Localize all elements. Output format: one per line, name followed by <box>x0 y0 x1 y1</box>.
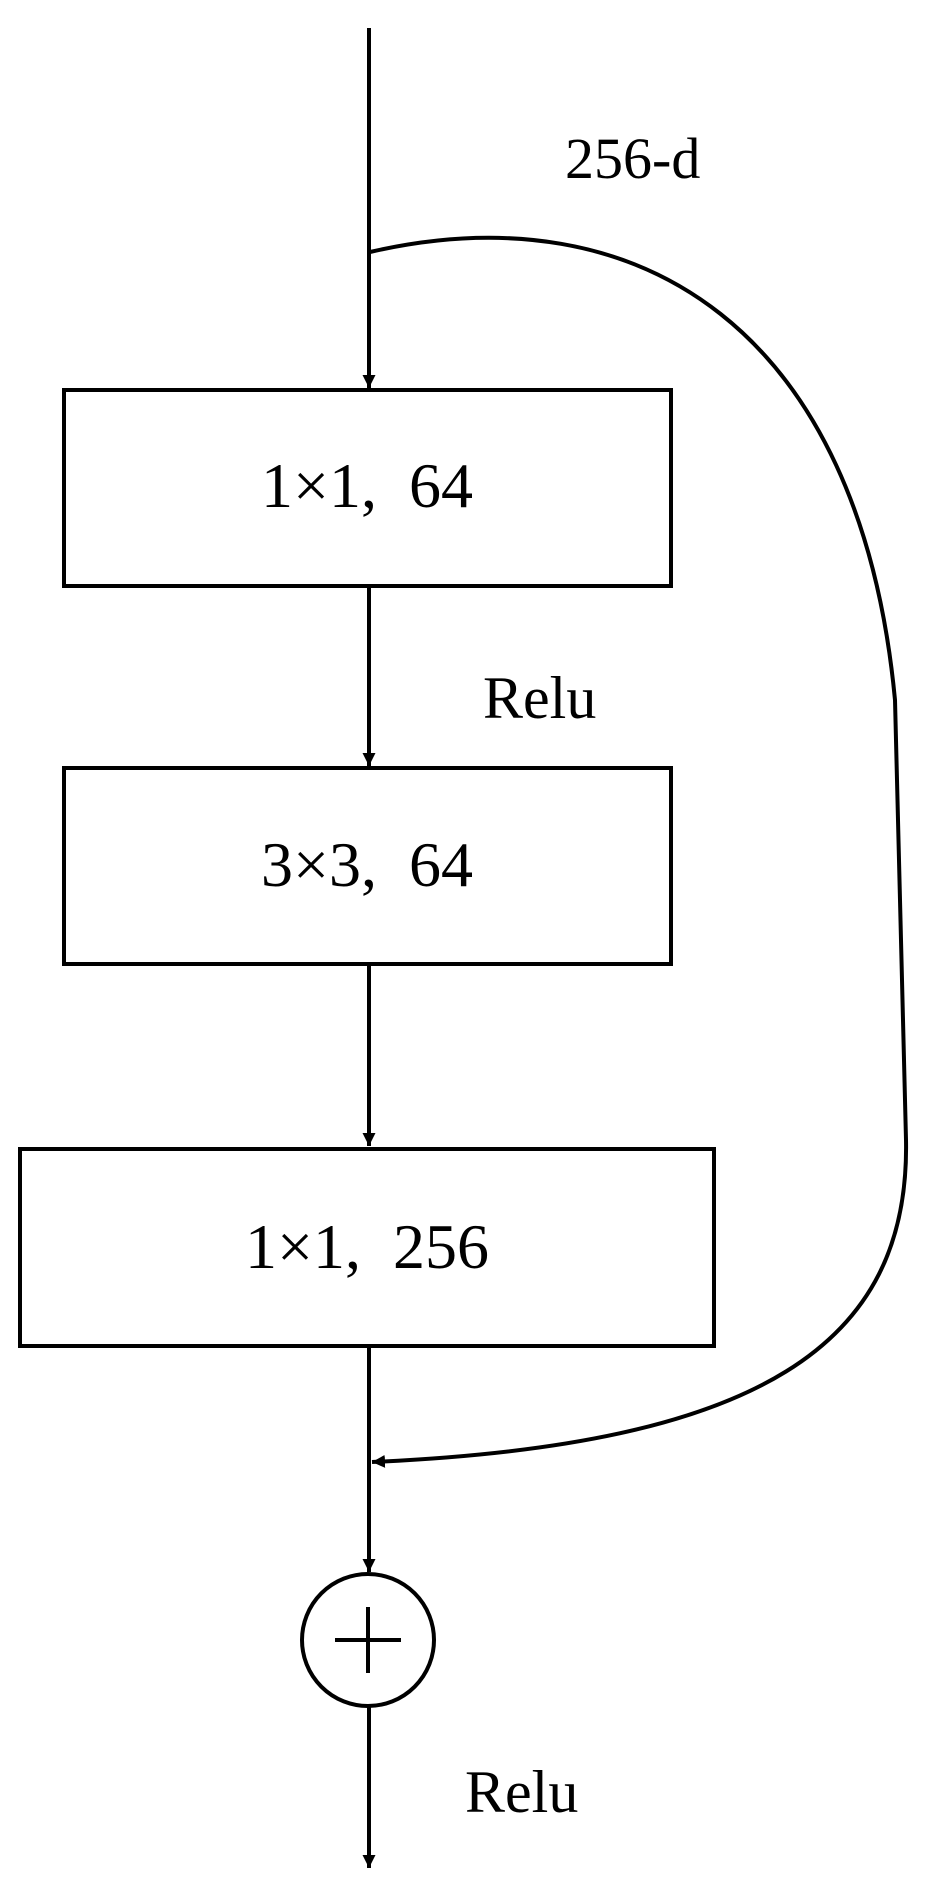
skip-connection-arrow <box>369 235 909 1468</box>
input-dim-label: 256-d <box>565 126 700 191</box>
layer-box-2 <box>62 766 673 966</box>
layer-box-3 <box>18 1147 716 1348</box>
relu-label-1: Relu <box>483 665 596 731</box>
layer-label-1: 1×1, 64 <box>261 450 473 521</box>
relu-label-output: Relu <box>465 1759 578 1825</box>
layer-label-2: 3×3, 64 <box>261 829 473 900</box>
layer-box-1 <box>62 388 673 588</box>
plus-icon <box>335 1607 401 1673</box>
layer-label-3: 1×1, 256 <box>245 1211 489 1282</box>
